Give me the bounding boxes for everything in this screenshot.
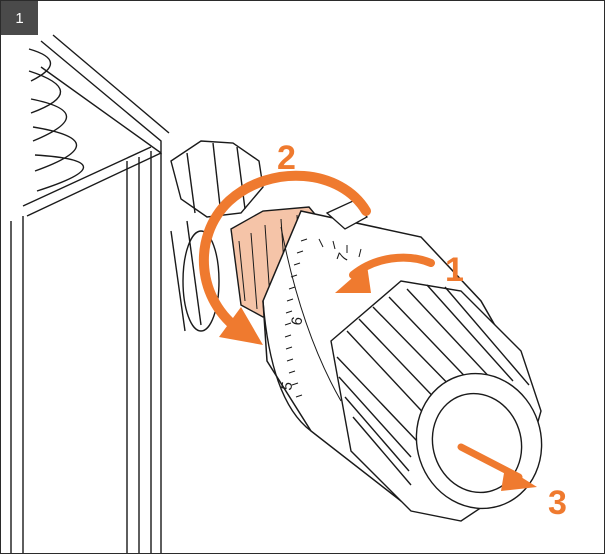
- panel-number-badge: 1: [1, 1, 38, 35]
- step-label-3: 3: [548, 484, 567, 522]
- step-1-rotate-arrow: [335, 253, 435, 293]
- dial-marking-5: 5: [278, 381, 296, 392]
- dial-marking-6: 6: [288, 316, 306, 327]
- step-label-1: 1: [445, 251, 464, 289]
- valve-nut: [170, 140, 264, 332]
- radiator: [10, 34, 170, 553]
- step-2-rotate-arrow: [198, 170, 371, 345]
- panel-number: 1: [15, 9, 24, 27]
- step-label-2: 2: [277, 139, 296, 177]
- step-3-pull-arrow: [457, 443, 537, 491]
